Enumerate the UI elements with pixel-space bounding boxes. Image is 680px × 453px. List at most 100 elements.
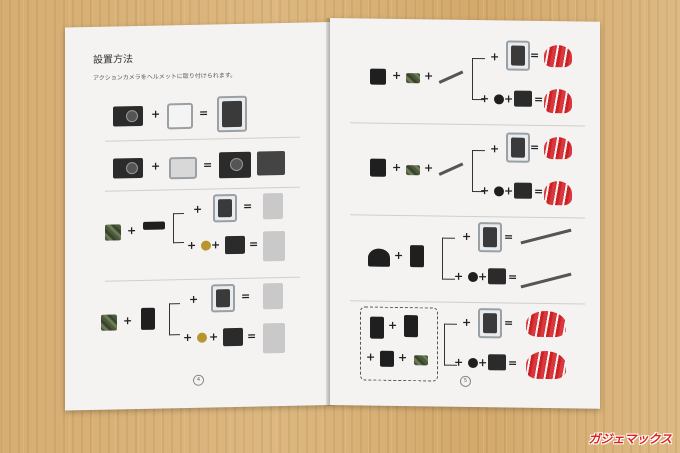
equals-sign: = <box>534 92 544 106</box>
plus-sign: + <box>388 318 398 332</box>
plus-sign: + <box>366 350 376 364</box>
helmet-with-camera-illustration <box>526 310 566 338</box>
plus-sign: + <box>209 330 219 344</box>
plus-sign: + <box>424 161 434 175</box>
plus-sign: + <box>462 229 472 243</box>
screw-adapter-illustration <box>201 240 211 251</box>
housing-illustration <box>213 193 237 223</box>
branch-bracket <box>173 213 184 244</box>
equals-sign: = <box>504 230 514 244</box>
helmet-with-camera-illustration <box>544 136 572 160</box>
screw-adapter-illustration <box>468 357 478 369</box>
adhesive-mount-illustration <box>406 73 420 84</box>
camera-in-housing-illustration <box>217 95 247 133</box>
plus-sign: + <box>392 160 402 174</box>
plus-sign: + <box>490 50 500 64</box>
plus-sign: + <box>189 292 199 306</box>
step-helmet-top-mount: + + + = + + = <box>330 28 600 122</box>
section-divider <box>105 136 300 142</box>
equals-sign: = <box>508 356 518 370</box>
step-curved-mount-assembly: + + = + + = <box>65 192 330 278</box>
camera-in-frame-back-illustration <box>257 150 285 176</box>
housing-illustration <box>478 222 502 253</box>
plus-sign: + <box>123 314 133 328</box>
adhesive-mount-illustration <box>414 355 428 366</box>
housing-illustration <box>211 283 235 313</box>
housing-illustration <box>506 40 530 71</box>
assembled-mount-illustration <box>263 282 283 310</box>
equals-sign: = <box>530 48 540 62</box>
page-title: 設置方法 <box>93 54 133 66</box>
plus-sign: + <box>127 224 137 238</box>
manual-left-page: 設置方法 アクションカメラをヘルメットに取り付けられます。 + = + = + … <box>65 22 330 411</box>
screw-adapter-illustration <box>494 186 504 197</box>
plus-sign: + <box>490 142 500 156</box>
plus-sign: + <box>480 92 490 106</box>
curved-adhesive-mount-illustration <box>105 224 121 241</box>
helmet-with-camera-illustration <box>544 88 572 114</box>
camera-frame-illustration <box>223 327 243 347</box>
branch-bracket <box>169 303 180 336</box>
site-watermark: ガジェマックス <box>588 432 672 446</box>
j-hook-mount-illustration <box>370 68 386 85</box>
plus-sign: + <box>480 184 490 198</box>
camera-frame-illustration <box>514 182 532 199</box>
equals-sign: = <box>504 316 514 330</box>
equals-sign: = <box>243 199 253 213</box>
handlebar-clamp-illustration <box>368 248 390 267</box>
helmet-with-camera-illustration <box>544 180 572 206</box>
equals-sign: = <box>203 158 213 172</box>
section-divider <box>105 186 300 192</box>
pivot-arm-illustration <box>404 315 418 338</box>
screw-adapter-illustration <box>197 332 207 343</box>
adhesive-pad-illustration <box>438 162 464 176</box>
handlebar-with-camera-illustration <box>520 228 572 245</box>
helmet-with-camera-illustration <box>526 350 566 380</box>
buckle-mount-illustration <box>143 221 165 230</box>
action-camera-illustration <box>113 157 143 179</box>
equals-sign: = <box>508 270 518 284</box>
plus-sign: + <box>454 269 464 283</box>
plus-sign: + <box>462 315 472 329</box>
equals-sign: = <box>241 289 251 303</box>
plus-sign: + <box>424 69 434 83</box>
screw-adapter-illustration <box>468 271 478 283</box>
pivot-arm-illustration <box>410 245 424 268</box>
equals-sign: = <box>534 184 544 198</box>
adhesive-pad-illustration <box>438 70 464 84</box>
page-number: 5 <box>460 375 471 387</box>
step-flat-mount-assembly: + + = + + = <box>65 282 330 368</box>
page-number: 4 <box>193 374 204 386</box>
assembled-mount-illustration <box>263 230 285 262</box>
step-helmet-side-mount: + + + = + + = <box>330 126 600 216</box>
housing-illustration <box>506 132 530 163</box>
plus-sign: + <box>394 248 404 263</box>
plus-sign: + <box>398 350 408 365</box>
adhesive-mount-illustration <box>406 165 420 176</box>
camera-frame-illustration <box>514 90 532 107</box>
extension-arm-illustration <box>370 316 384 339</box>
frame-mount-illustration <box>169 156 197 180</box>
plus-sign: + <box>504 184 514 198</box>
camera-frame-illustration <box>488 354 506 371</box>
plus-sign: + <box>151 107 161 121</box>
screw-adapter-illustration <box>494 94 504 105</box>
camera-frame-illustration <box>225 235 245 255</box>
plus-sign: + <box>187 238 197 252</box>
handlebar-with-camera-illustration <box>520 272 572 289</box>
equals-sign: = <box>247 329 257 343</box>
plus-sign: + <box>183 330 193 345</box>
pivot-arm-illustration <box>141 307 155 330</box>
j-hook-mount-illustration <box>380 350 394 367</box>
camera-frame-illustration <box>488 268 506 285</box>
plus-sign: + <box>478 270 488 284</box>
equals-sign: = <box>199 106 209 120</box>
plus-sign: + <box>151 159 161 173</box>
plus-sign: + <box>392 68 402 82</box>
housing-illustration <box>478 308 502 339</box>
equals-sign: = <box>530 140 540 154</box>
assembled-mount-illustration <box>263 322 285 354</box>
plus-sign: + <box>478 356 488 370</box>
page-subtitle: アクションカメラをヘルメットに取り付けられます。 <box>93 71 237 82</box>
helmet-with-camera-illustration <box>544 44 572 68</box>
